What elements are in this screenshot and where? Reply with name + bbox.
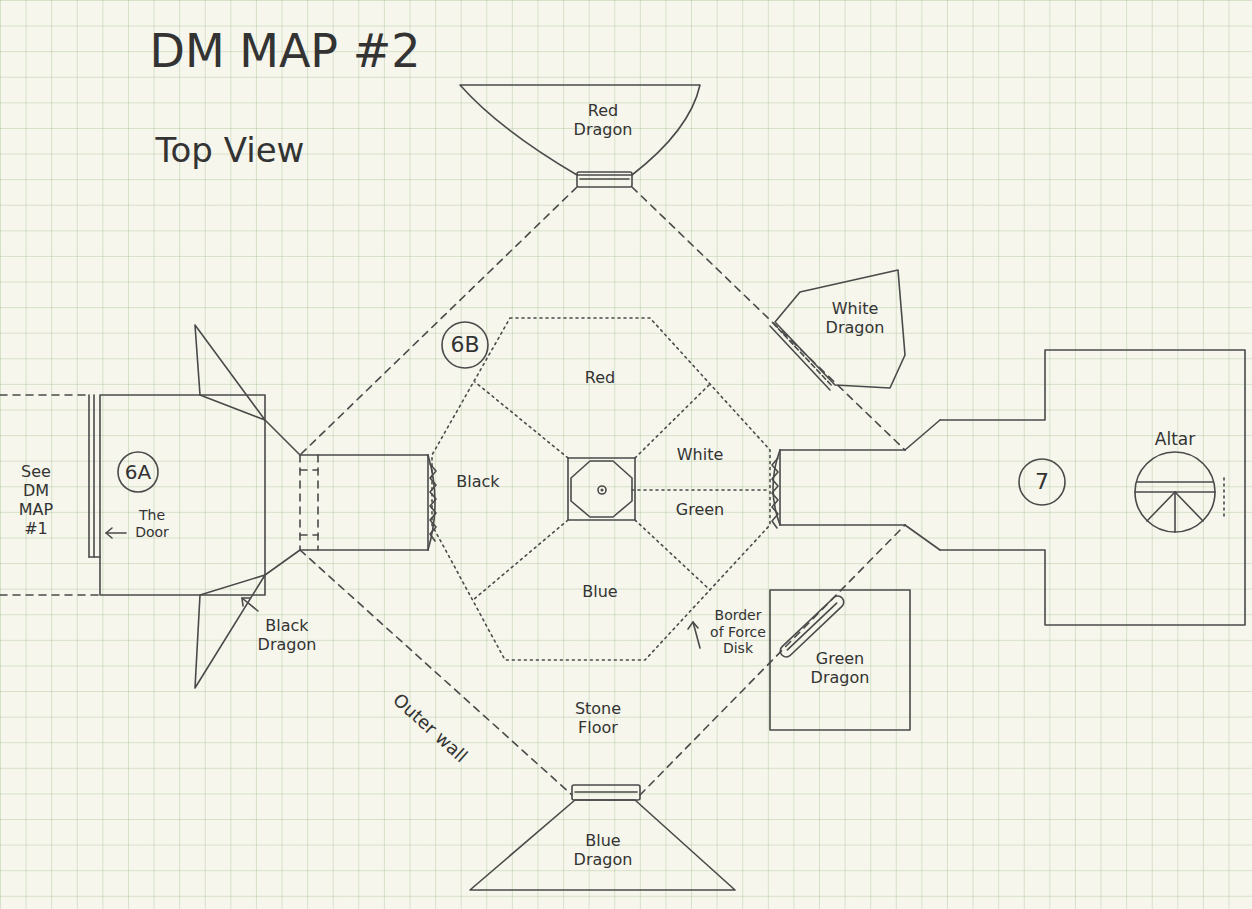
callout-label: Border of Force Disk bbox=[708, 607, 768, 657]
dragon-label: White Dragon bbox=[820, 299, 890, 337]
altar: Altar bbox=[1125, 425, 1225, 535]
outline-line bbox=[568, 458, 635, 520]
room-7: 7 Altar bbox=[938, 348, 1247, 627]
portal-hatch bbox=[772, 458, 778, 528]
outline-line bbox=[100, 395, 265, 595]
outline-line bbox=[460, 85, 700, 175]
altar-label: Altar bbox=[1155, 429, 1195, 449]
outline-line bbox=[632, 187, 905, 450]
map-title: DM MAP #2 bbox=[149, 24, 420, 79]
outline-line bbox=[601, 489, 604, 492]
outline-line bbox=[1019, 459, 1065, 505]
outline-line bbox=[195, 325, 265, 420]
corridor-wall bbox=[905, 525, 940, 550]
outline-line bbox=[770, 590, 910, 730]
disk-section: Green bbox=[650, 495, 765, 575]
outline-line bbox=[598, 486, 606, 494]
outline-line bbox=[473, 520, 568, 600]
outline-line bbox=[89, 556, 100, 558]
corridor-wall bbox=[300, 454, 428, 456]
callout-number: 6A bbox=[125, 460, 151, 484]
disk-section: Black bbox=[440, 440, 530, 520]
outline-line bbox=[775, 270, 905, 388]
arrow-head bbox=[106, 528, 112, 538]
corridor-wall bbox=[265, 550, 300, 575]
outline-line bbox=[1137, 481, 1213, 483]
outline-line bbox=[1147, 492, 1175, 521]
section-label: Green bbox=[676, 500, 724, 519]
dragon-alcove: Black Dragon bbox=[192, 322, 327, 690]
portal bbox=[779, 450, 781, 525]
arrow-head bbox=[688, 622, 698, 629]
corridor-wall bbox=[905, 420, 940, 450]
wall-label: Outer wall bbox=[388, 689, 471, 767]
room-6b: 6B Stone Floor Border of Force Disk RedBlac… bbox=[296, 182, 908, 798]
outline-line bbox=[1174, 492, 1176, 532]
outline-line bbox=[93, 395, 95, 557]
section-label: Red bbox=[585, 368, 615, 387]
outline-line bbox=[88, 395, 90, 557]
force-disk: Border of Force Disk RedBlack WhiteGreenBl… bbox=[430, 316, 772, 662]
outline-line bbox=[470, 800, 735, 890]
room-7-outline bbox=[938, 348, 1247, 627]
outline-line bbox=[1175, 492, 1203, 521]
outline-line bbox=[1223, 478, 1225, 520]
door-label: The Door bbox=[127, 507, 177, 541]
leader-arrow bbox=[106, 532, 126, 534]
outline-line bbox=[300, 550, 572, 795]
outline-line bbox=[580, 178, 629, 180]
map-reference: See DM MAP #1 bbox=[14, 462, 58, 539]
corridor-mark bbox=[300, 534, 318, 536]
floor-label: Stone Floor bbox=[568, 699, 628, 737]
corridor-wall bbox=[780, 524, 905, 526]
outline-line bbox=[575, 791, 637, 793]
section-label: Blue bbox=[582, 582, 617, 601]
outline-line bbox=[632, 489, 770, 491]
outline-line bbox=[940, 350, 1245, 625]
dragon-alcove: Green Dragon bbox=[768, 588, 913, 733]
outline-line bbox=[432, 318, 770, 660]
dragon-alcove: Blue Dragon bbox=[465, 782, 740, 894]
dragon-alcove: White Dragon bbox=[768, 265, 910, 393]
section-label: Black bbox=[456, 472, 499, 491]
disk-section: Blue bbox=[540, 560, 660, 650]
outline-line bbox=[770, 326, 830, 390]
map-edge bbox=[0, 594, 100, 596]
room-6a-outline bbox=[86, 390, 268, 600]
outline-line bbox=[572, 785, 640, 800]
outline-line bbox=[442, 322, 488, 368]
callout-number: 7 bbox=[1035, 469, 1049, 495]
outline-line bbox=[787, 603, 836, 650]
outline-line bbox=[571, 461, 632, 517]
corridor-wall bbox=[780, 449, 905, 451]
dragon-label: Black Dragon bbox=[252, 616, 322, 654]
room-6a: 6A The Door bbox=[86, 390, 268, 600]
outline-line bbox=[1135, 452, 1215, 532]
corridor-wall bbox=[265, 420, 300, 455]
outline-line bbox=[475, 382, 568, 458]
outline-line bbox=[577, 172, 632, 187]
outline-line bbox=[300, 187, 577, 455]
outline-line bbox=[635, 520, 710, 590]
disk-section: Red bbox=[540, 340, 660, 420]
disk-section: White bbox=[650, 400, 765, 485]
portal bbox=[427, 455, 429, 550]
dragon-label: Blue Dragon bbox=[568, 831, 638, 869]
callout-number: 6B bbox=[450, 332, 479, 358]
dragon-label: Red Dragon bbox=[568, 101, 638, 139]
subtitle: Top View bbox=[156, 130, 305, 171]
outline-line bbox=[118, 452, 158, 492]
corridor-mark bbox=[300, 469, 318, 471]
map-edge bbox=[0, 394, 89, 396]
section-label: White bbox=[677, 445, 724, 464]
outline-line bbox=[640, 525, 905, 795]
corridor-wall bbox=[300, 549, 428, 551]
dragon-alcove: Red Dragon bbox=[455, 80, 705, 190]
outline-line bbox=[195, 575, 265, 688]
dragon-label: Green Dragon bbox=[805, 649, 875, 687]
